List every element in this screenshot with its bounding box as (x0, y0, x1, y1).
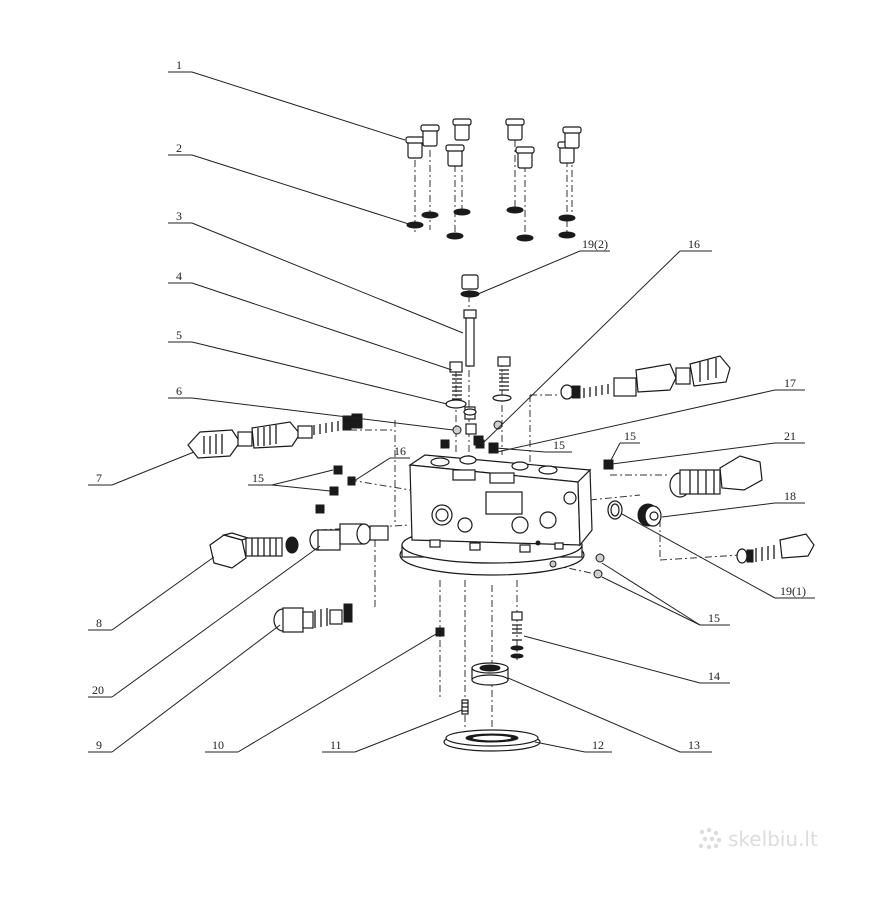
callout-19-1: 19(1) (780, 584, 806, 598)
part-10-plug (435, 627, 445, 637)
part-19-oring (607, 500, 623, 520)
centerlines (319, 140, 741, 735)
callout-16-left: 16 (394, 444, 406, 458)
valve-body (399, 454, 593, 576)
callout-8: 8 (96, 616, 102, 630)
callout-15-center: 15 (553, 438, 565, 452)
part-14-spring-stack (510, 611, 524, 659)
part-3-plunger (460, 274, 480, 367)
callout-14: 14 (708, 669, 720, 683)
callout-11: 11 (330, 738, 342, 752)
part-11-screw (461, 699, 469, 715)
callout-4: 4 (176, 269, 182, 283)
dots-logo-icon (698, 827, 722, 850)
callout-17: 17 (784, 376, 796, 390)
watermark: skelbiu.lt (698, 827, 818, 851)
part-12-seal-plate (443, 729, 541, 752)
callout-2: 2 (176, 141, 182, 155)
leader-lines (88, 71, 815, 753)
part-9-cartridge (273, 603, 353, 633)
part-18-plug (637, 503, 662, 527)
part-right-long-cartridge (560, 355, 731, 400)
callout-10: 10 (212, 738, 224, 752)
part-2-rings (406, 206, 576, 242)
part-7-cartridge (187, 413, 363, 459)
callout-9: 9 (96, 738, 102, 752)
callout-20: 20 (92, 683, 104, 697)
callout-labels: 1 2 3 4 5 6 7 8 20 9 10 11 12 13 14 15 1… (92, 58, 806, 752)
part-4-spring (449, 356, 511, 400)
callout-15-right: 15 (624, 429, 636, 443)
callout-18: 18 (784, 489, 796, 503)
callout-5: 5 (176, 328, 182, 342)
callout-19-2: 19(2) (582, 237, 608, 251)
part-15-plugs (315, 459, 614, 579)
part-16-plugs (347, 439, 485, 486)
callout-3: 3 (176, 209, 182, 223)
callout-7: 7 (96, 471, 102, 485)
callout-1: 1 (176, 58, 182, 72)
part-20-sleeve (309, 523, 389, 551)
part-8-hex-plug (209, 532, 299, 569)
watermark-text: skelbiu.lt (728, 827, 818, 851)
callout-15-bottom-right: 15 (708, 611, 720, 625)
callout-21: 21 (784, 429, 796, 443)
callout-16-top: 16 (688, 237, 700, 251)
callout-6: 6 (176, 384, 182, 398)
part-13-bearing (471, 662, 509, 686)
part-right-small-cartridge (736, 533, 815, 564)
part-1-caps (405, 118, 582, 169)
callout-12: 12 (592, 738, 604, 752)
part-21-hex-plug (669, 455, 763, 498)
callout-15-left: 15 (252, 471, 264, 485)
callout-13: 13 (688, 738, 700, 752)
